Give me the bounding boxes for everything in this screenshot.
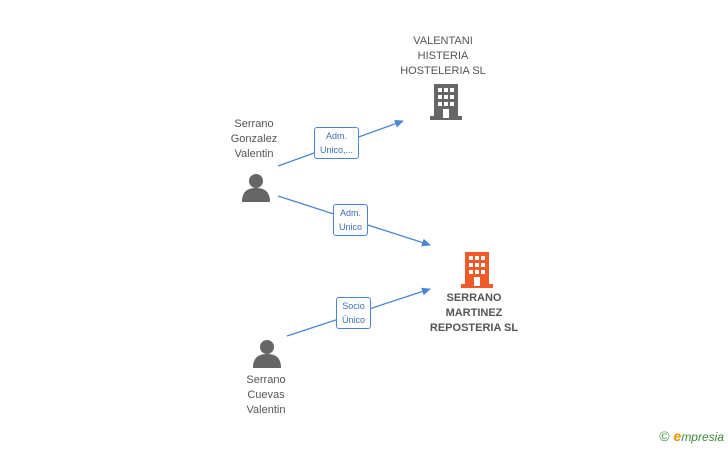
edge-label-line: Unico [339,222,363,232]
edge-label-line: Socio [342,301,365,311]
node-label-line: HISTERIA [417,50,469,62]
person-icon[interactable] [252,338,282,368]
node-label-line: HOSTELERIA SL [400,65,486,77]
person-icon[interactable] [241,172,271,202]
node-label-line: Valentin [246,404,286,416]
building-icon[interactable] [430,84,462,120]
edge-label-gonzalez-martinez[interactable]: Adm. Unico [333,204,369,236]
building-icon[interactable] [461,252,493,288]
node-label-line: VALENTANI [413,35,473,47]
edge-label-gonzalez-valentani[interactable]: Adm. Unico,... [314,127,360,159]
node-label-serrano-cuevas[interactable]: Serrano Cuevas Valentin [224,373,308,418]
node-label-valentani[interactable]: VALENTANI HISTERIA HOSTELERIA SL [383,34,503,79]
brand-wordmark: empresia [673,428,724,444]
edge-label-line: Adm. [326,131,348,141]
node-label-line: Serrano [234,118,274,130]
brand-logo[interactable]: © empresia [659,428,724,444]
node-label-line: SERRANO [446,292,502,304]
edge-label-line: Único [342,315,366,325]
copyright-icon: © [659,428,670,444]
node-label-line: REPOSTERIA SL [429,322,519,334]
node-label-line: MARTINEZ [445,307,503,319]
node-label-serrano-martinez[interactable]: SERRANO MARTINEZ REPOSTERIA SL [412,291,536,336]
node-label-line: Gonzalez [230,133,278,145]
edge-label-cuevas-martinez[interactable]: Socio Único [336,297,372,329]
node-label-line: Serrano [246,374,286,386]
node-label-line: Valentin [234,148,274,160]
node-label-serrano-gonzalez[interactable]: Serrano Gonzalez Valentin [212,117,296,162]
edge-label-line: Unico,... [320,145,354,155]
edge-label-line: Adm. [340,208,362,218]
node-label-line: Cuevas [247,389,285,401]
